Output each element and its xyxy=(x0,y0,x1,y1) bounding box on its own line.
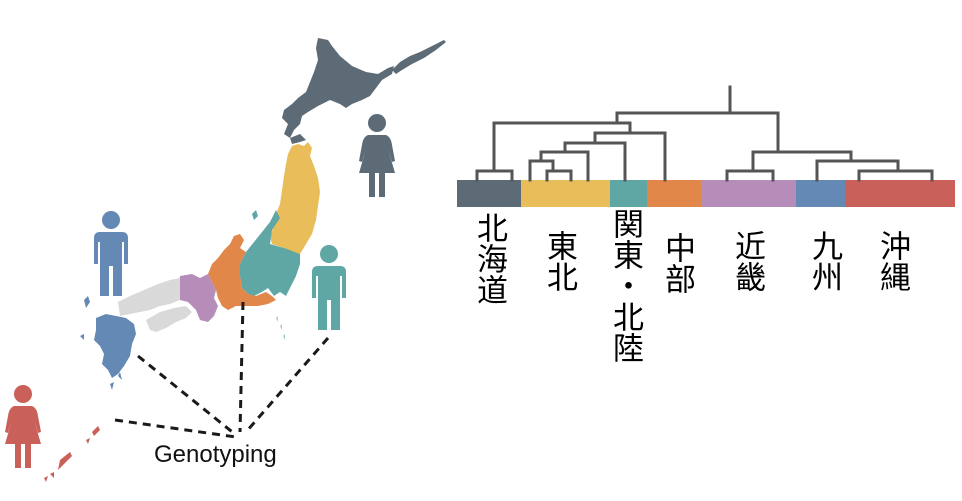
region-color-bar xyxy=(457,180,955,207)
male-person-icon xyxy=(94,211,128,296)
label-kyushu: 九州 xyxy=(806,230,842,292)
person-body xyxy=(94,232,128,296)
genotyping-connectors xyxy=(114,301,330,439)
map-sado-island xyxy=(252,210,258,220)
person-head xyxy=(102,211,120,229)
person-head xyxy=(320,245,338,263)
map-izu-islands xyxy=(276,316,285,340)
person-head xyxy=(14,385,32,403)
dendrogram-tree xyxy=(475,85,934,182)
map-islands-kuril xyxy=(392,40,446,74)
female-person-icon xyxy=(359,114,395,197)
connector-okinawa xyxy=(114,418,237,439)
map-region-kanto-hokuriku xyxy=(240,210,300,296)
map-region-chugoku xyxy=(118,278,180,316)
color-bar-segment-okinawa xyxy=(845,180,955,207)
map-region-hokkaido xyxy=(282,38,394,138)
color-bar-segment-tohoku xyxy=(521,180,610,207)
male-person-icon xyxy=(312,245,346,330)
person-body xyxy=(312,266,346,330)
color-bar-segment-kanto-hokuriku xyxy=(610,180,647,207)
connector-chubu xyxy=(238,301,245,433)
label-kanto-hokuriku: 関東・北陸 xyxy=(607,208,643,363)
label-chubu: 中部 xyxy=(659,232,695,294)
connector-kyushu xyxy=(137,354,237,437)
female-person-icon xyxy=(5,385,41,468)
color-bar-segment-chubu xyxy=(647,180,701,207)
label-tohoku: 東北 xyxy=(541,230,577,292)
color-bar-segment-kinki xyxy=(701,180,796,207)
genotyping-label: Genotyping xyxy=(154,441,277,468)
color-bar-segment-hokkaido xyxy=(457,180,521,207)
map-region-tohoku xyxy=(270,142,320,254)
person-body xyxy=(359,135,395,197)
map-region-chubu xyxy=(208,234,276,310)
map-region-kyushu xyxy=(94,314,136,378)
color-bar-segment-kyushu xyxy=(796,180,845,207)
label-okinawa: 沖縄 xyxy=(874,230,910,292)
person-head xyxy=(368,114,386,132)
connector-kanto xyxy=(244,337,330,433)
label-hokkaido: 北海道 xyxy=(471,212,507,305)
label-kinki: 近畿 xyxy=(729,230,765,292)
map-region-kinki xyxy=(178,274,218,322)
map-region-okinawa xyxy=(44,426,100,482)
map-region-shikoku xyxy=(146,306,192,332)
map-hokkaido-peninsula xyxy=(290,134,306,144)
person-body xyxy=(5,406,41,468)
